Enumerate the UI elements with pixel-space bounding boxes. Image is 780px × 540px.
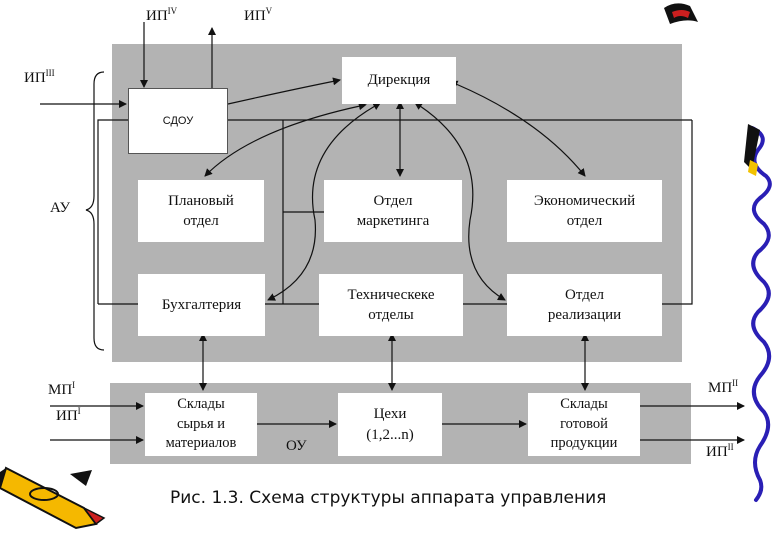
input-ip4-label: ИПIV [146,6,178,24]
figure-caption: Рис. 1.3. Схема структуры аппарата управ… [170,488,607,508]
output-ip2-label: ИПII [706,442,734,460]
marketing-department-box: Отдел маркетинга [324,180,462,242]
direction-box: Дирекция [342,57,456,104]
input-mp1-label: МПI [48,380,76,398]
finished-products-warehouse-box: Склады готовой продукции [528,393,640,456]
pen-decoration-icon [664,3,698,24]
input-ip1-label: ИПI [56,406,81,424]
workshops-box: Цехи (1,2...n) [338,393,442,456]
planning-department-box: Плановый отдел [138,180,264,242]
technical-departments-box: Техническеке отделы [319,274,463,336]
sales-department-box: Отдел реализации [507,274,662,336]
raw-materials-warehouse-box: Склады сырья и материалов [145,393,257,456]
au-label: АУ [50,200,71,216]
output-mp2-label: МПII [708,378,739,396]
sdou-box: СДОУ [128,88,228,154]
ou-label: ОУ [286,438,307,454]
squiggle-decoration-icon [744,124,772,502]
accounting-box: Бухгалтерия [138,274,265,336]
pencil-decoration-icon [0,466,106,530]
economic-department-box: Экономический отдел [507,180,662,242]
input-ip3-label: ИПIII [24,68,55,86]
output-ip5-label: ИПV [244,6,273,24]
